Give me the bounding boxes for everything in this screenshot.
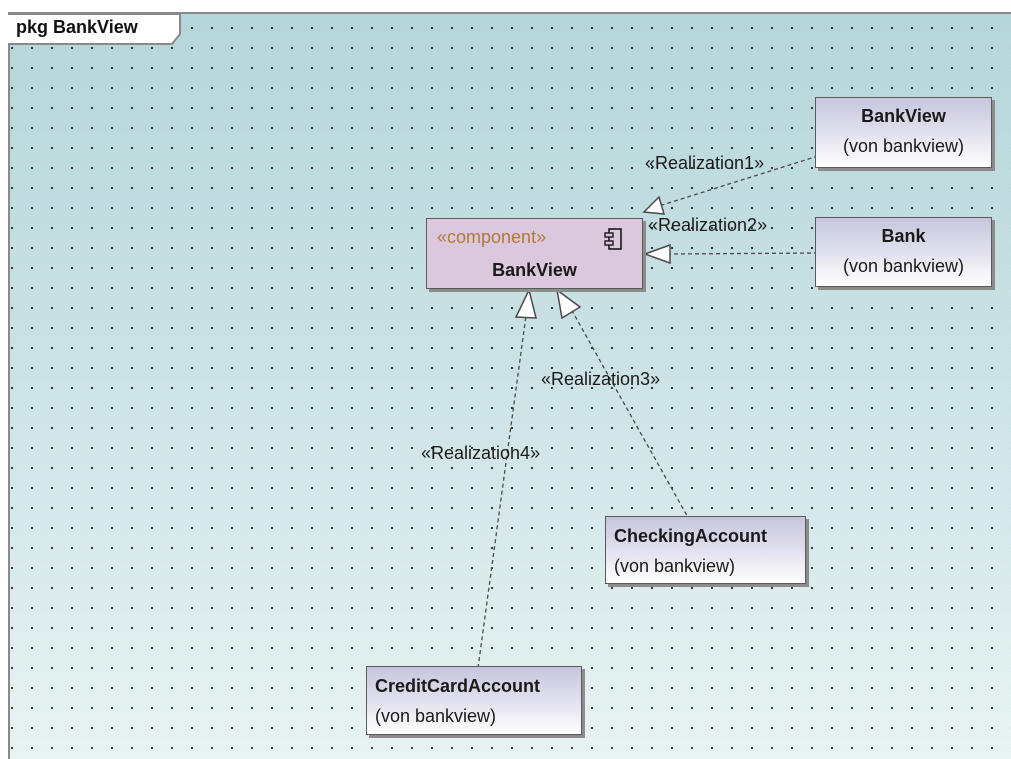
package-title: pkg BankView bbox=[16, 17, 138, 37]
class-checkingaccount[interactable]: CheckingAccount (von bankview) bbox=[605, 516, 806, 584]
class-bank[interactable]: Bank (von bankview) bbox=[815, 217, 992, 287]
package-tab bbox=[8, 13, 181, 45]
realization2-label: «Realization2» bbox=[648, 215, 768, 235]
component-icon bbox=[604, 228, 622, 250]
realization2-edge bbox=[669, 252, 819, 255]
class-owner: (von bankview) bbox=[842, 136, 965, 156]
realization3-arrowhead bbox=[555, 288, 582, 320]
component-stereotype: «component» bbox=[437, 227, 547, 247]
class-name: CheckingAccount bbox=[614, 526, 768, 546]
realization4-arrowhead bbox=[514, 287, 537, 319]
class-name: Bank bbox=[881, 226, 926, 246]
class-owner: (von bankview) bbox=[375, 706, 497, 726]
class-creditcardaccount[interactable]: CreditCardAccount (von bankview) bbox=[366, 666, 582, 735]
realization1-label: «Realization1» bbox=[645, 153, 765, 173]
class-owner: (von bankview) bbox=[842, 256, 965, 276]
component-bankview[interactable]: «component» BankView bbox=[426, 218, 643, 289]
realization3-label: «Realization3» bbox=[541, 369, 661, 389]
realization4-label: «Realization4» bbox=[421, 443, 541, 463]
class-name: CreditCardAccount bbox=[375, 676, 541, 696]
class-bankview[interactable]: BankView (von bankview) bbox=[815, 97, 992, 168]
class-name: BankView bbox=[861, 106, 946, 126]
realization2-arrowhead bbox=[642, 243, 671, 265]
realization3-edge bbox=[565, 299, 691, 522]
class-owner: (von bankview) bbox=[614, 556, 736, 576]
realization4-edge bbox=[477, 300, 529, 669]
realization1-arrowhead bbox=[642, 195, 666, 215]
component-name: BankView bbox=[492, 260, 577, 280]
